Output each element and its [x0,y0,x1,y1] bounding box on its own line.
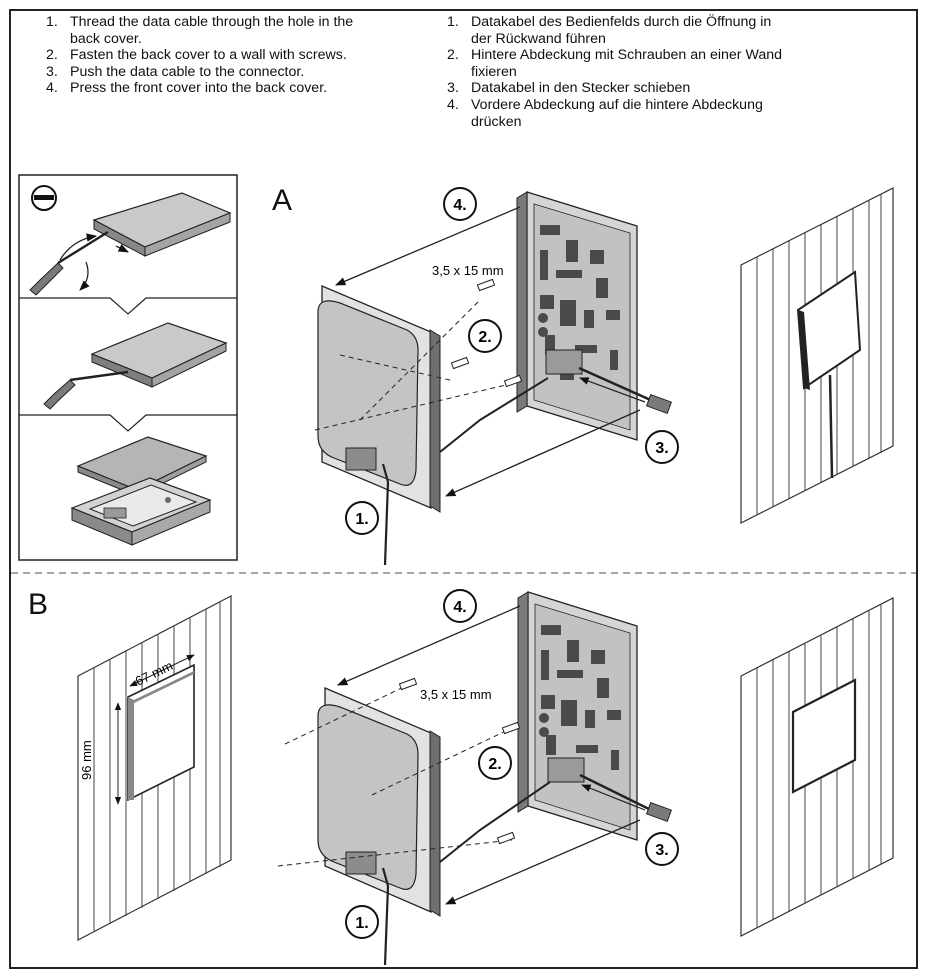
step-callout-a-2: 2. [468,319,502,353]
instruction-de-4: 4.Vordere Abdeckung auf die hintere Abde… [447,96,763,130]
instruction-de-1: 1.Datakabel des Bedienfelds durch die Öf… [447,14,772,47]
instruction-en-3: 3.Push the data cable to the connector. [46,63,305,80]
section-a-device [314,191,673,566]
step-callout-b-2: 2. [478,746,512,780]
instructions-english: 1.Thread the data cable through the hole… [46,14,386,97]
diagram-frame [9,9,918,969]
instruction-en-2: 2.Fasten the back cover to a wall with s… [46,47,347,64]
instruction-en-4: 4.Press the front cover into the back co… [46,80,328,97]
cutout-height-label: 96 mm [79,740,94,780]
screw-spec-a: 3,5 x 15 mm [432,263,504,278]
section-b-label: B [28,588,48,621]
svg-text:3.: 3. [655,440,668,457]
step-callout-a-4: 4. [443,187,477,221]
cover-step3 [70,436,212,546]
minus-circle-icon [31,185,57,211]
connector-plug-a [579,377,673,415]
step-callout-b-1: 1. [345,905,379,939]
cover-step2 [43,322,228,410]
instruction-de-3: 3.Datakabel in den Stecker schieben [447,80,691,97]
instruction-en-1: 1.Thread the data cable through the hole… [46,14,354,47]
svg-text:3.: 3. [655,842,668,859]
svg-text:1.: 1. [355,511,368,528]
screw-spec-b: 3,5 x 15 mm [420,687,492,702]
connector-plug-b [645,801,673,823]
wall-mounted-result-b [740,597,894,937]
instructions-german: 1.Datakabel des Bedienfelds durch die Öf… [447,14,787,130]
cover-step1 [29,192,232,296]
section-b-device [277,591,673,966]
svg-text:2.: 2. [488,756,501,773]
step-callout-b-3: 3. [645,832,679,866]
step-callout-a-3: 3. [645,430,679,464]
svg-text:4.: 4. [453,197,466,214]
svg-text:4.: 4. [453,599,466,616]
section-a-label: A [272,184,292,217]
front-cover-removal-panel [18,174,238,561]
wall-mounted-result-a [740,187,894,524]
step-callout-a-1: 1. [345,501,379,535]
step-callout-b-4: 4. [443,589,477,623]
svg-text:1.: 1. [355,915,368,932]
instruction-de-2: 2.Hintere Abdeckung mit Schrauben an ein… [447,47,782,80]
svg-text:2.: 2. [478,329,491,346]
wall-cutout-b: 67 mm 96 mm [77,595,232,941]
